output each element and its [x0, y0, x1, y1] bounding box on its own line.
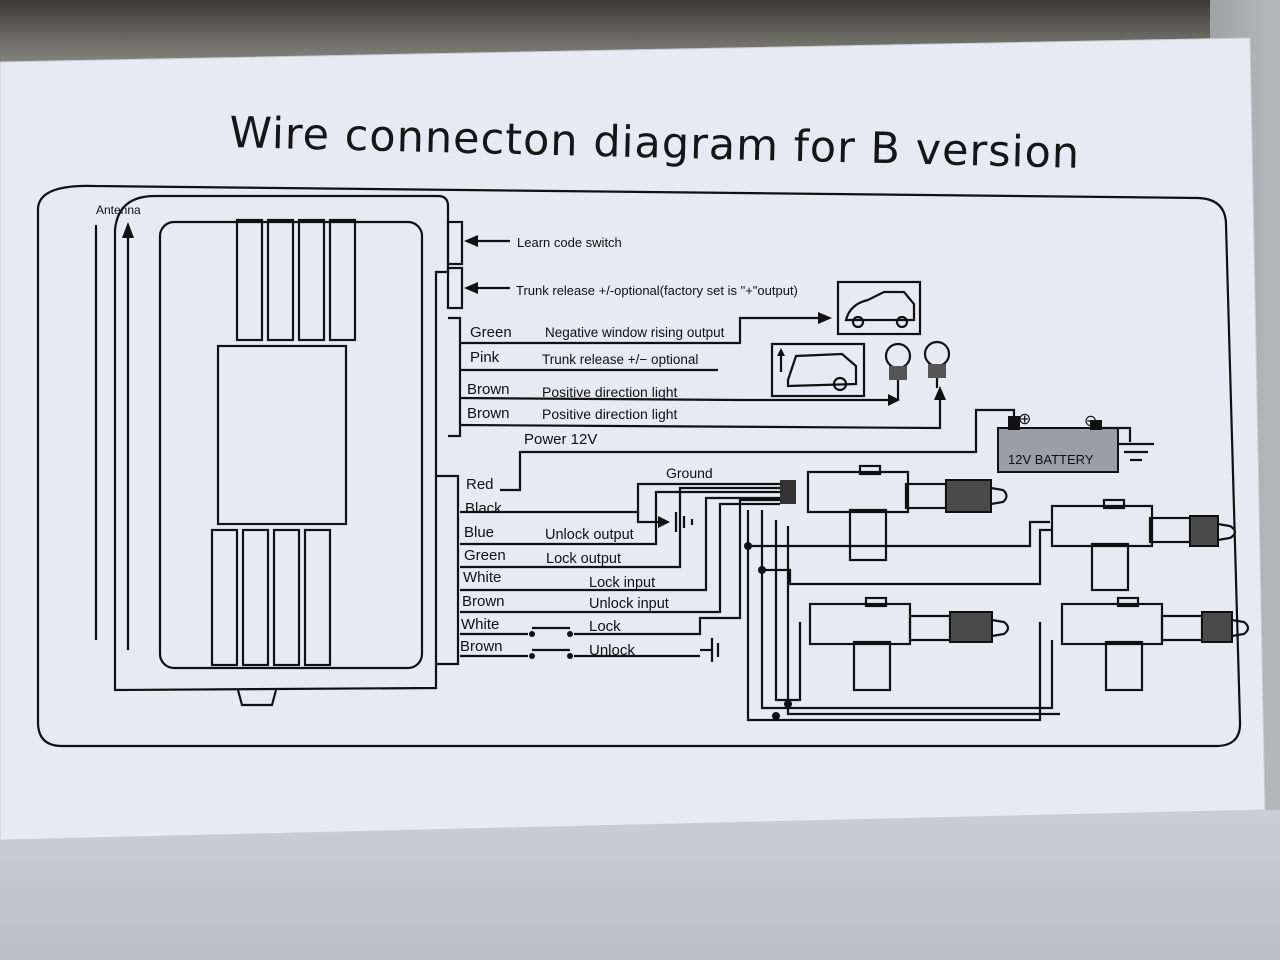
wire-color-label: Black — [465, 500, 502, 517]
trunk-release-switch-arrow — [464, 282, 510, 294]
wire-color-label: Green — [464, 547, 506, 564]
wire-function-label: Unlock — [589, 642, 635, 659]
ground-label: Ground — [666, 465, 713, 481]
wire-color-label: Pink — [470, 349, 500, 366]
wire-function-labels: Negative window rising output Trunk rele… — [542, 325, 725, 659]
wire-function-label: Lock — [589, 618, 621, 635]
wire-function-label: Positive direction light — [542, 406, 678, 422]
wire-color-labels: Green Pink Brown Brown Red Black Blue Gr… — [460, 324, 512, 655]
battery-plus: ⊕ — [1018, 411, 1031, 428]
door-actuator-icon — [780, 464, 1008, 562]
learn-code-switch-arrow — [464, 235, 510, 247]
wire-color-label: Blue — [464, 524, 494, 541]
battery-minus: ⊖ — [1084, 413, 1097, 430]
wire-function-label: Unlock input — [589, 596, 669, 612]
battery-icon — [500, 408, 1154, 492]
ground-icon: Ground — [460, 465, 780, 532]
wire-function-label: Trunk release +/− optional — [542, 352, 698, 367]
door-actuator-icon — [1060, 596, 1250, 692]
wire-function-label: Unlock output — [545, 527, 634, 543]
wire-function-label: Positive direction light — [542, 384, 678, 400]
wire-color-label: Brown — [462, 593, 505, 610]
bulb-icon — [923, 340, 951, 388]
upper-wires — [459, 312, 946, 430]
wire-color-label: White — [463, 569, 501, 586]
wire-color-label: Brown — [460, 638, 503, 655]
wire-function-label: Lock input — [589, 575, 655, 591]
bulb-icon — [884, 342, 912, 400]
wire-function-label: Lock output — [546, 551, 621, 567]
wire-color-label: Brown — [467, 381, 510, 398]
wire-function-label: Negative window rising output — [545, 325, 725, 340]
antenna — [94, 222, 134, 650]
alarm-control-unit — [113, 194, 464, 707]
antenna-label: Antenna — [96, 203, 141, 217]
wire-color-label: Green — [470, 324, 512, 341]
lower-wires — [460, 486, 1060, 722]
door-actuator-icon — [808, 596, 1010, 692]
trunk-release-switch-label: Trunk release +/-optional(factory set is… — [516, 283, 798, 298]
wire-color-label: Brown — [467, 405, 510, 422]
wire-color-label: White — [461, 616, 499, 633]
diagram-border — [36, 184, 1242, 748]
learn-code-switch-label: Learn code switch — [517, 235, 622, 250]
door-actuator-icon — [1050, 498, 1237, 592]
battery-label: 12V BATTERY — [1008, 452, 1094, 467]
power-label: Power 12V — [524, 431, 597, 448]
wire-color-label: Red — [466, 476, 494, 493]
trunk-car-icon — [770, 342, 866, 398]
car-icon — [836, 280, 922, 336]
